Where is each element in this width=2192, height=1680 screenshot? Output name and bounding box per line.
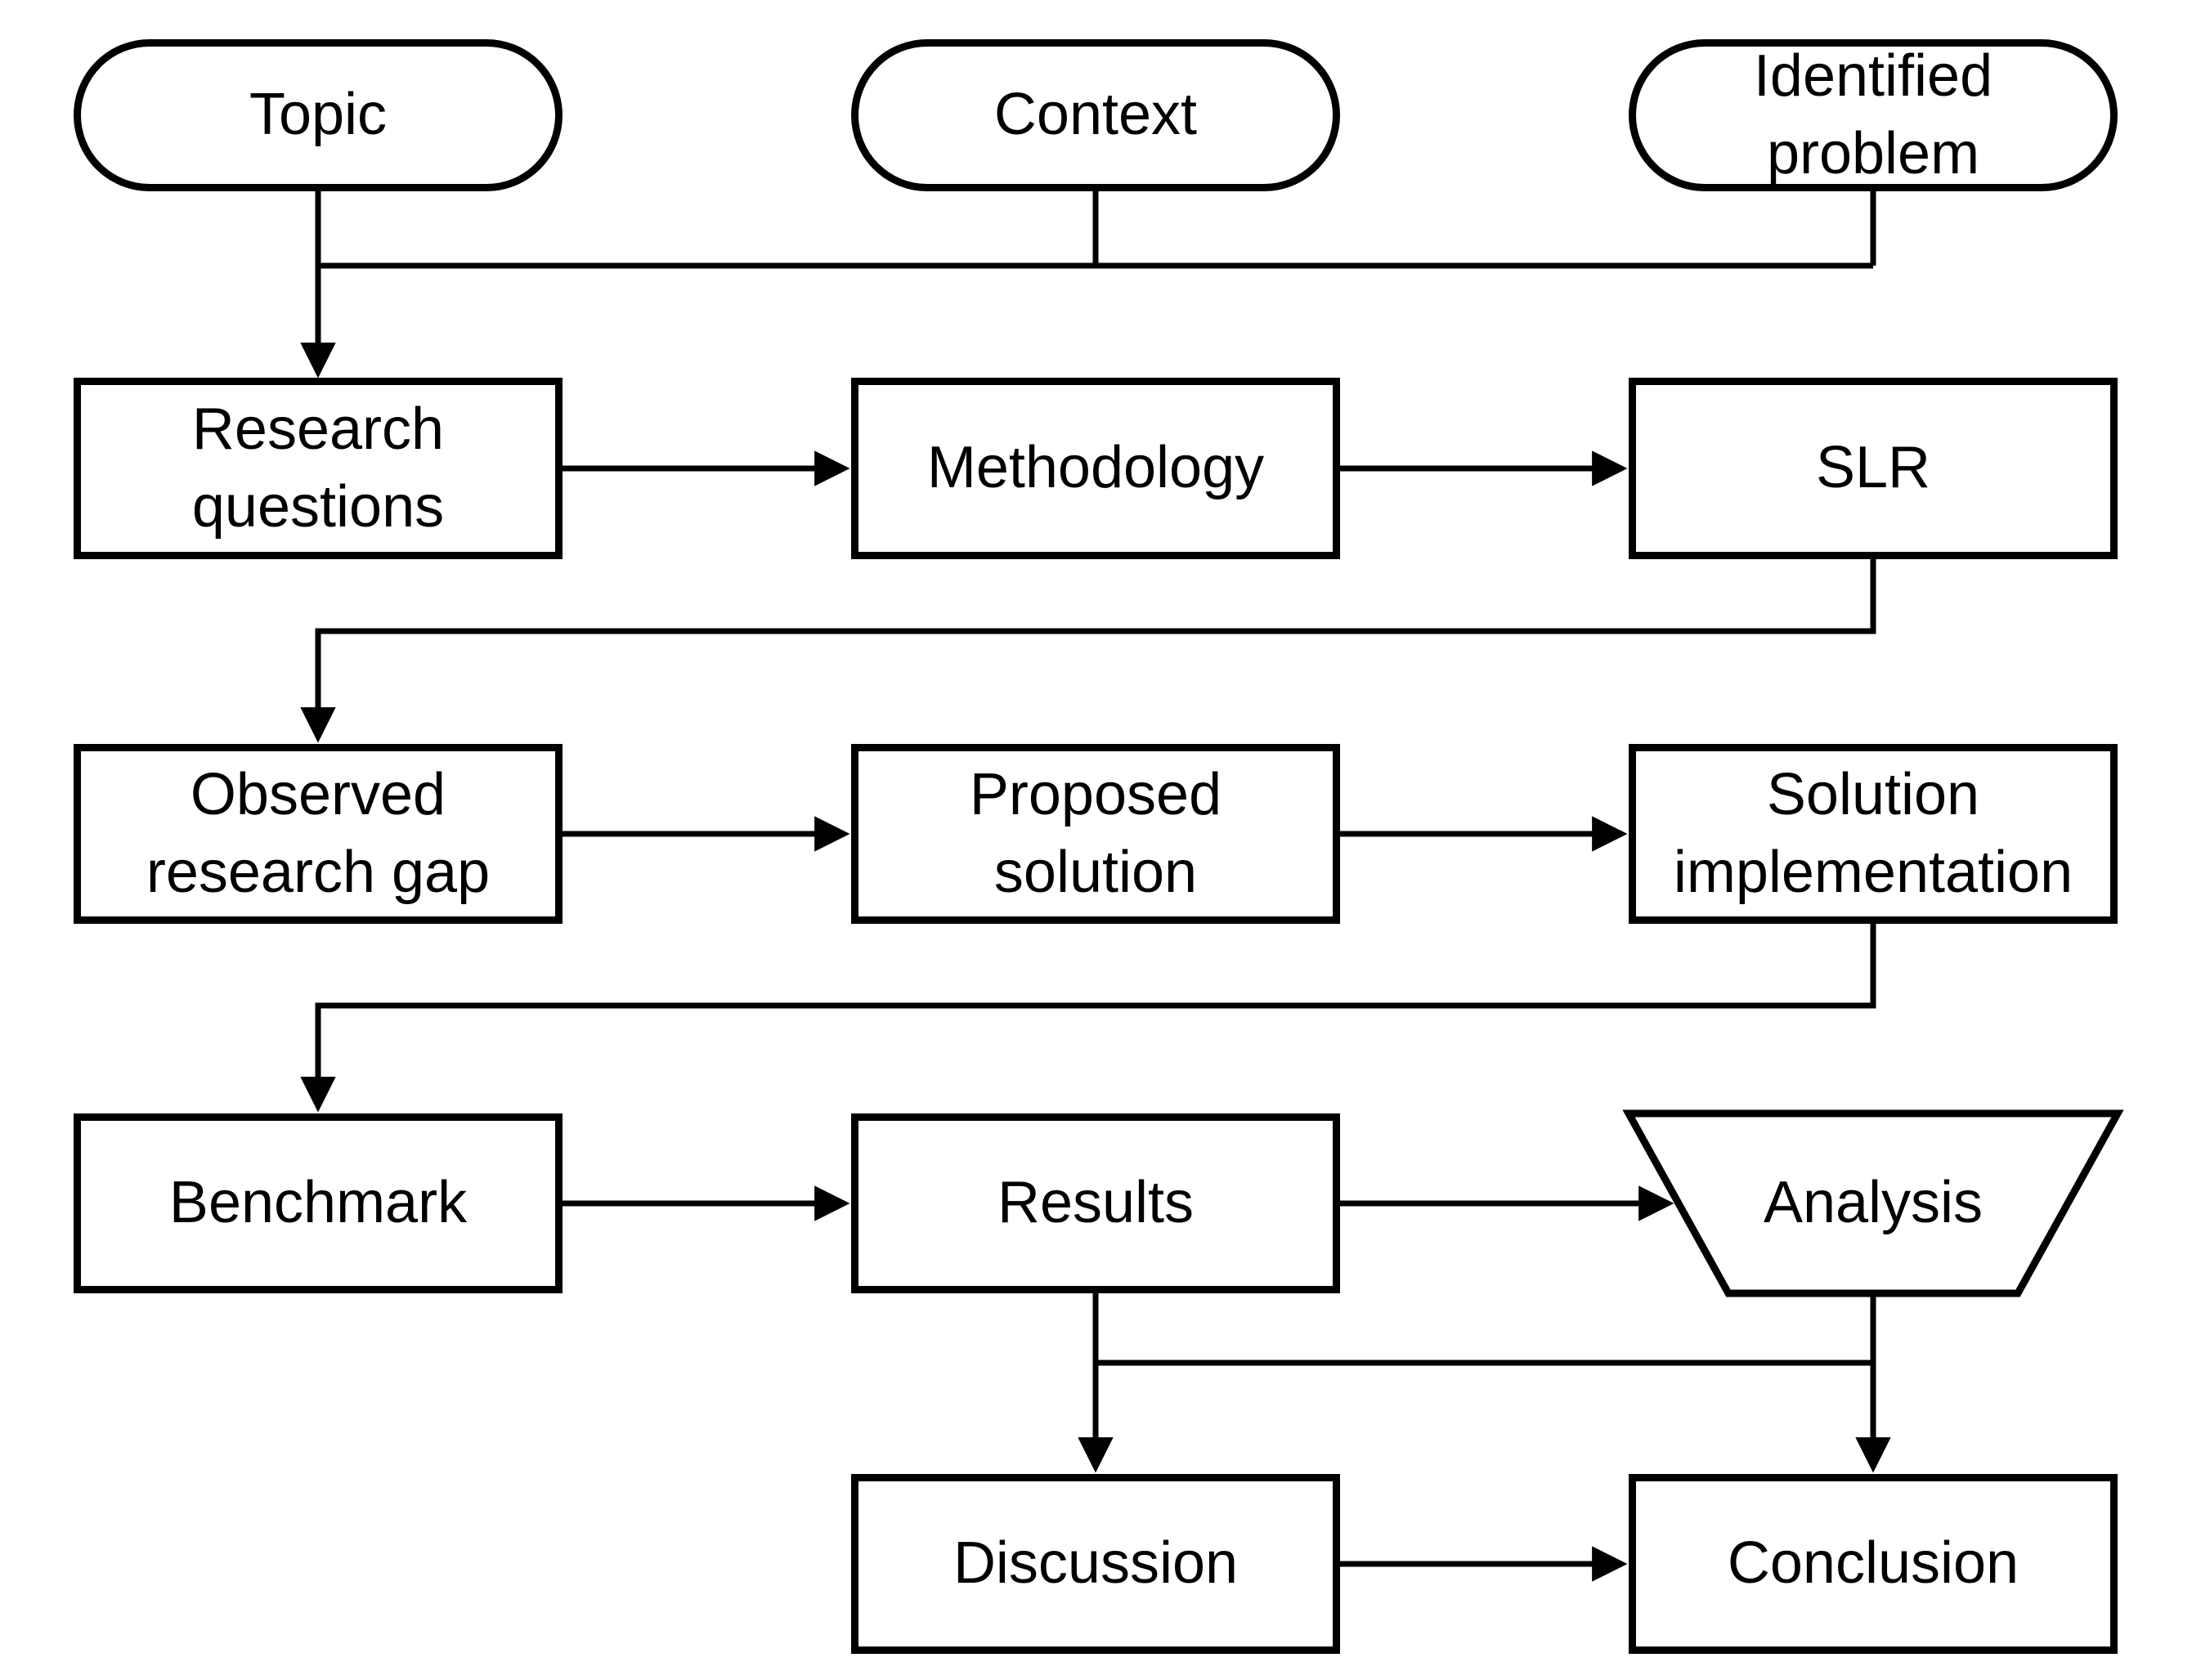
node-results: Results <box>851 1113 1340 1293</box>
node-observed-research-gap: Observed research gap <box>74 744 563 924</box>
edge-solution-implementation-to-benchmark <box>300 924 1876 1113</box>
node-solution-implementation-label: Solution implementation <box>1673 761 2073 905</box>
node-discussion: Discussion <box>851 1474 1340 1654</box>
node-identified-problem-label: Identified problem <box>1753 43 1993 186</box>
node-methodology-label: Methodology <box>926 435 1265 501</box>
node-conclusion: Conclusion <box>1629 1474 2118 1654</box>
node-methodology: Methodology <box>851 378 1340 559</box>
node-context: Context <box>851 39 1340 191</box>
node-results-label: Results <box>997 1170 1195 1236</box>
edge-slr-to-observed-research-gap <box>300 559 1876 743</box>
node-analysis-label: Analysis <box>1763 1170 1984 1236</box>
node-proposed-solution-label: Proposed solution <box>969 761 1222 905</box>
node-identified-problem: Identified problem <box>1629 39 2118 191</box>
node-benchmark: Benchmark <box>74 1113 563 1293</box>
node-conclusion-label: Conclusion <box>1727 1530 2019 1597</box>
node-solution-implementation: Solution implementation <box>1629 744 2118 924</box>
node-analysis: Analysis <box>1629 1113 2118 1293</box>
node-benchmark-label: Benchmark <box>168 1170 468 1236</box>
node-analysis-shape <box>1622 1109 2124 1297</box>
node-topic-label: Topic <box>249 82 388 148</box>
node-topic: Topic <box>74 39 563 191</box>
node-research-questions-label: Research questions <box>191 396 445 540</box>
node-slr-label: SLR <box>1815 435 1931 501</box>
node-observed-research-gap-label: Observed research gap <box>146 761 491 905</box>
node-slr: SLR <box>1629 378 2118 559</box>
node-discussion-label: Discussion <box>953 1530 1239 1597</box>
node-research-questions: Research questions <box>74 378 563 559</box>
node-proposed-solution: Proposed solution <box>851 744 1340 924</box>
node-context-label: Context <box>993 82 1198 148</box>
